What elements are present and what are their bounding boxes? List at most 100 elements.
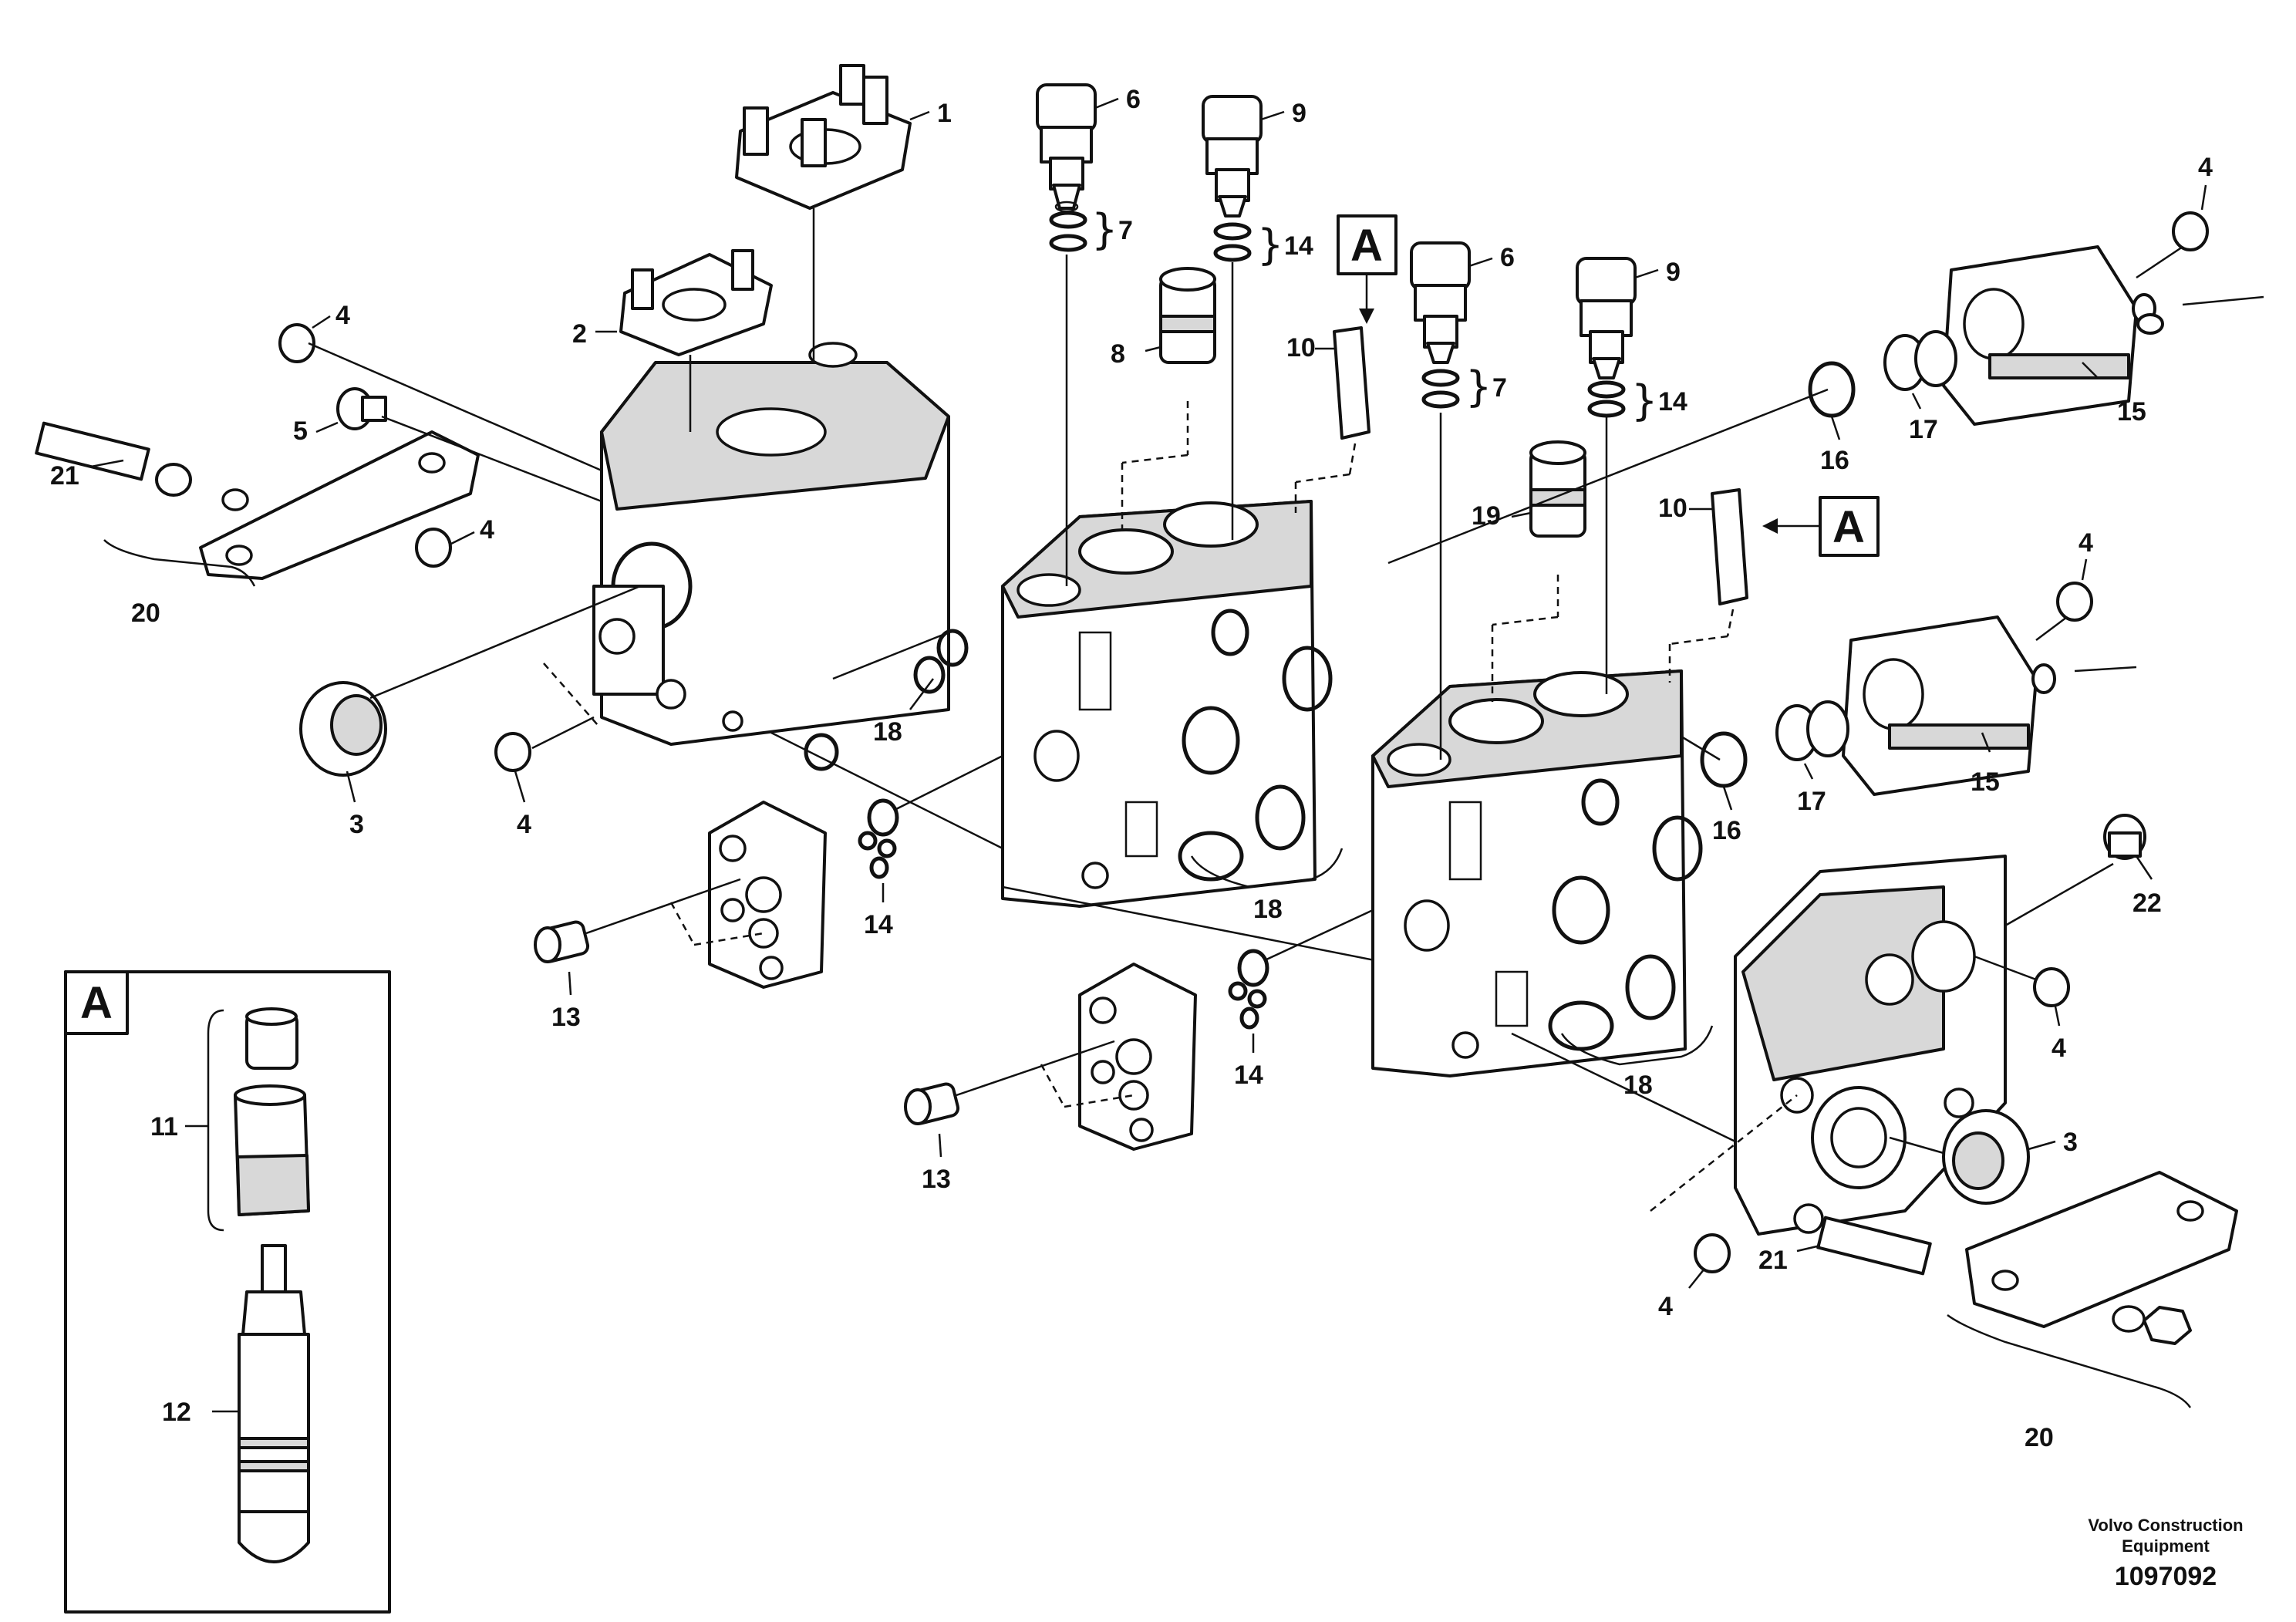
callout-3-left: 3 bbox=[349, 810, 364, 839]
callout-19: 19 bbox=[1472, 501, 1501, 531]
bracket-20-right bbox=[1947, 1171, 2238, 1408]
callout-14-a: 14 bbox=[1284, 231, 1313, 261]
callout-10-a: 10 bbox=[1286, 333, 1316, 363]
callout-16-b: 16 bbox=[1712, 816, 1741, 845]
valve-9-b bbox=[1576, 257, 1659, 694]
pilot-block-1 bbox=[669, 801, 827, 989]
callout-4-e: 4 bbox=[1658, 1292, 1673, 1321]
plug-3-left bbox=[299, 681, 387, 803]
callout-13-b: 13 bbox=[922, 1165, 951, 1194]
bracket-18-b bbox=[1190, 848, 1344, 889]
callout-20-right: 20 bbox=[2025, 1423, 2054, 1452]
flange-1 bbox=[735, 64, 930, 210]
plug-4-e bbox=[1688, 1233, 1731, 1289]
callout-17-b: 17 bbox=[1797, 787, 1826, 816]
footer-company-line2: Equipment bbox=[2122, 1536, 2210, 1556]
callout-21-left: 21 bbox=[50, 461, 79, 491]
callout-14-b: 14 bbox=[1658, 387, 1687, 416]
callout-4-a: 4 bbox=[335, 301, 350, 330]
valve-6-a bbox=[1036, 83, 1119, 586]
orings-14-b bbox=[1587, 380, 1626, 418]
plug-4-a bbox=[278, 315, 331, 363]
fitting-5 bbox=[315, 387, 387, 433]
outlet-section bbox=[1511, 814, 2238, 1408]
pin-21-left bbox=[35, 421, 249, 511]
callout-14-c: 14 bbox=[864, 910, 893, 939]
orings-14-c bbox=[858, 754, 1003, 902]
detail-ref-inset: A bbox=[80, 978, 113, 1028]
callout-2: 2 bbox=[572, 319, 587, 349]
pilot-block-2 bbox=[1040, 963, 1197, 1151]
callout-8: 8 bbox=[1111, 339, 1125, 369]
oring-16-b bbox=[1700, 731, 1748, 811]
check-19 bbox=[1491, 440, 1586, 702]
connector-13-a bbox=[534, 878, 741, 996]
callout-6-a: 6 bbox=[1126, 85, 1141, 114]
orings-14-d bbox=[1228, 909, 1374, 1053]
section-2 bbox=[1371, 669, 1703, 1077]
callout-20-left: 20 bbox=[131, 599, 160, 628]
fitting-22 bbox=[2103, 814, 2153, 880]
plug-4-g bbox=[2035, 558, 2093, 641]
pin-21-right bbox=[1796, 1216, 2192, 1345]
connector-13-b bbox=[904, 1040, 1115, 1158]
detail-ref-box-right: A bbox=[1762, 496, 1880, 557]
callout-4-g: 4 bbox=[2079, 528, 2093, 558]
flange-2 bbox=[595, 249, 773, 356]
sleeve-10-a bbox=[1294, 326, 1371, 513]
orings-18-a bbox=[804, 629, 969, 771]
brace-14-b: } bbox=[1631, 376, 1657, 425]
oring-16-a bbox=[1808, 361, 1856, 440]
end-cover-15-a bbox=[1920, 245, 2264, 426]
detail-inset-a: A bbox=[64, 970, 391, 1614]
plug-4-f bbox=[2136, 184, 2209, 279]
plug-4-b bbox=[415, 528, 475, 568]
callout-4-c: 4 bbox=[517, 810, 531, 839]
callout-5: 5 bbox=[293, 416, 308, 446]
valve-9-a bbox=[1202, 95, 1285, 540]
callout-3-right: 3 bbox=[2063, 1128, 2078, 1157]
detail-ref-box-top: A bbox=[1337, 214, 1397, 324]
detail-ref-top: A bbox=[1350, 221, 1383, 271]
detail-ref-right: A bbox=[1832, 502, 1865, 552]
footer-company-line1: Volvo Construction bbox=[2088, 1516, 2243, 1535]
callout-4-f: 4 bbox=[2198, 153, 2213, 182]
callout-7-a: 7 bbox=[1118, 216, 1133, 245]
callout-18-a: 18 bbox=[873, 717, 902, 747]
bracket-20-left bbox=[103, 430, 480, 587]
callout-12: 12 bbox=[162, 1398, 191, 1427]
bracket-18-c bbox=[1560, 1025, 1714, 1066]
orings-7-b bbox=[1421, 369, 1460, 409]
callout-15-b: 15 bbox=[1971, 767, 2000, 797]
callout-11: 11 bbox=[150, 1112, 178, 1141]
callout-17-a: 17 bbox=[1909, 415, 1938, 444]
callout-15-a: 15 bbox=[2117, 397, 2146, 427]
plug-4-d bbox=[1974, 955, 2070, 1027]
callout-14-d: 14 bbox=[1234, 1061, 1263, 1090]
callout-22: 22 bbox=[2132, 889, 2162, 918]
callout-18-c: 18 bbox=[1623, 1071, 1653, 1100]
spring-17-b bbox=[1775, 700, 1849, 780]
orings-14-a bbox=[1213, 222, 1252, 262]
callout-7-b: 7 bbox=[1492, 373, 1507, 403]
spring-17-a bbox=[1883, 330, 1957, 410]
section-1 bbox=[770, 500, 1512, 989]
callout-9-a: 9 bbox=[1292, 99, 1306, 128]
footer-drawing-number: 1097092 bbox=[2115, 1562, 2217, 1591]
inlet-section bbox=[35, 64, 950, 803]
end-cover-15-b bbox=[1819, 615, 2137, 796]
callout-9-b: 9 bbox=[1666, 258, 1681, 287]
plug-4-c bbox=[494, 732, 531, 803]
callout-6-b: 6 bbox=[1500, 243, 1515, 272]
callout-13-a: 13 bbox=[551, 1003, 581, 1032]
callout-4-b: 4 bbox=[480, 515, 494, 545]
callout-10-b: 10 bbox=[1658, 494, 1687, 523]
valve-6-b bbox=[1410, 241, 1493, 760]
brace-14-a: } bbox=[1257, 221, 1283, 269]
callout-18-b: 18 bbox=[1253, 895, 1283, 924]
callout-1: 1 bbox=[937, 99, 952, 128]
sleeve-10-b bbox=[1668, 488, 1748, 683]
plug-3-right bbox=[1889, 1109, 2056, 1205]
callout-4-d: 4 bbox=[2052, 1034, 2066, 1063]
orings-7-a bbox=[1049, 211, 1087, 252]
